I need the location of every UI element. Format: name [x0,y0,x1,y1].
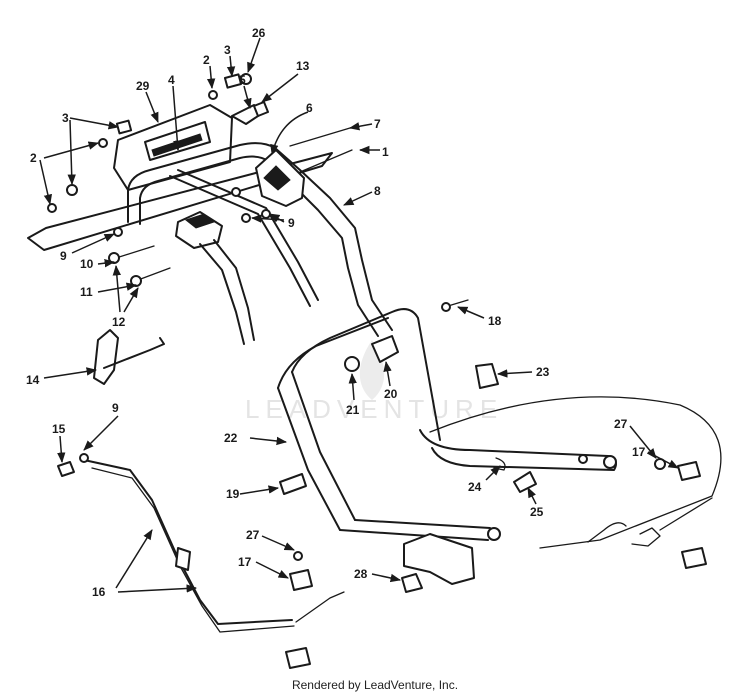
watermark-text: LEADVENTURE [245,394,503,424]
control-cable [429,396,722,549]
callout-6: 6 [306,101,313,115]
lower-handle [277,308,501,541]
callout-3-top: 3 [224,43,231,57]
callout-9-mid: 9 [288,216,295,230]
callout-27-right: 27 [614,417,628,431]
callout-labels: 2 3 26 29 4 5 13 3 2 6 7 1 8 9 10 9 11 1… [26,26,646,599]
shift-rod [199,239,255,345]
hardware [57,187,707,669]
callout-7: 7 [374,117,381,131]
callout-20: 20 [384,387,398,401]
callout-9-lower: 9 [112,401,119,415]
callout-25: 25 [530,505,544,519]
callout-27-lower: 27 [246,528,260,542]
callout-2-top: 2 [203,53,210,67]
callout-12: 12 [112,315,126,329]
throttle-control [175,211,223,249]
handle-bracket [255,127,353,207]
callout-23: 23 [536,365,550,379]
callout-29: 29 [136,79,150,93]
callout-17-right: 17 [632,445,646,459]
callout-19: 19 [226,487,240,501]
callout-17-lower: 17 [238,555,252,569]
callout-10: 10 [80,257,94,271]
callout-4: 4 [168,73,175,87]
engagement-rod [83,459,345,633]
callout-11: 11 [80,285,93,299]
callout-8: 8 [374,184,381,198]
callout-26: 26 [252,26,266,40]
callout-24: 24 [468,480,482,494]
callout-1: 1 [382,145,389,159]
callout-5: 5 [239,73,246,87]
callout-22: 22 [224,431,238,445]
clutch-bracket [93,329,165,385]
callout-15: 15 [52,422,66,436]
callout-21: 21 [346,403,360,417]
callout-16: 16 [92,585,106,599]
callout-13: 13 [296,59,310,73]
leader-lines [39,37,679,593]
render-credit: Rendered by LeadVenture, Inc. [291,678,459,692]
callout-18: 18 [488,314,502,328]
callout-3-left: 3 [62,111,69,125]
callout-14: 14 [26,373,40,387]
callout-28: 28 [354,567,368,581]
callout-9-left: 9 [60,249,67,263]
callout-2-left: 2 [30,151,37,165]
connecting-bar [419,429,617,471]
watermark: LEADVENTURE [245,340,503,424]
